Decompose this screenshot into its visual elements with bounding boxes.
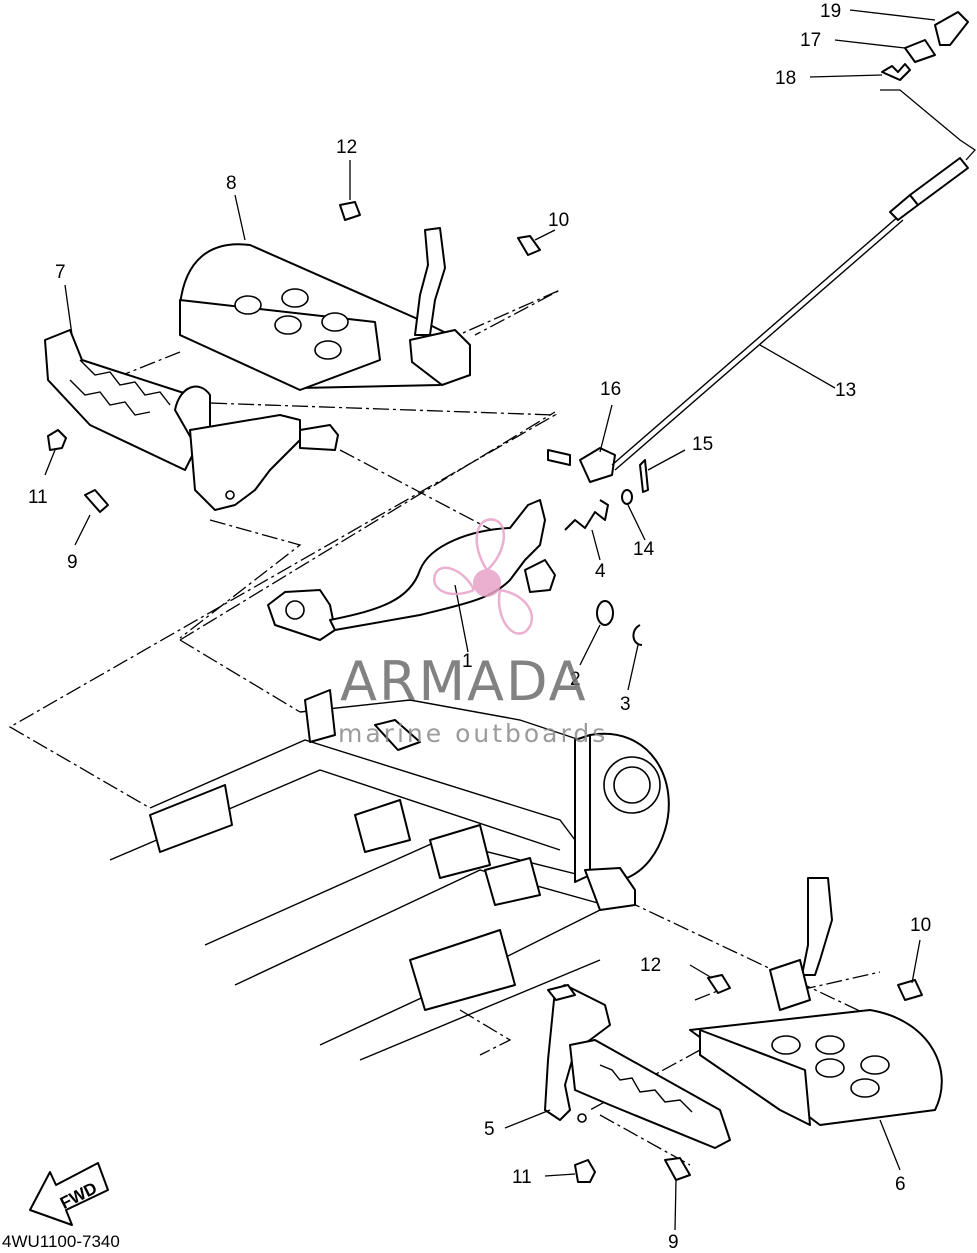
callout-12-top: 12 [336, 137, 357, 158]
left-foot-plate [179, 227, 471, 391]
bolt-9-bottom [664, 1157, 691, 1181]
callout-9-top: 9 [67, 552, 78, 573]
brake-pedal [267, 499, 556, 641]
callouts: 12 8 10 7 11 9 13 16 15 14 4 1 2 3 19 17… [28, 1, 931, 1253]
callout-8: 8 [226, 173, 237, 194]
bolt-10-top [517, 235, 541, 256]
callout-16: 16 [600, 379, 621, 400]
left-footrest [44, 329, 339, 511]
callout-10-bottom: 10 [910, 915, 931, 936]
callout-5: 5 [484, 1119, 495, 1140]
callout-11-bottom: 11 [512, 1167, 532, 1188]
brake-cable [611, 89, 976, 471]
callout-18: 18 [775, 68, 796, 89]
watermark-tagline: marine outboards [338, 719, 608, 748]
callout-11-top: 11 [28, 487, 48, 508]
callout-4: 4 [595, 561, 606, 582]
bolt-10-bottom [897, 979, 923, 1001]
frame-structure [109, 689, 670, 1061]
small-hardware [547, 447, 649, 646]
bolt-12-top [339, 201, 361, 221]
right-foot-plate [689, 877, 943, 1126]
callout-3: 3 [620, 694, 631, 715]
adjuster-spring [881, 63, 911, 81]
adjuster-joint [934, 11, 969, 46]
callout-10-top: 10 [548, 210, 569, 231]
callout-14: 14 [633, 539, 655, 560]
nut-11-top [47, 429, 67, 451]
watermark-brand: ARMADA [340, 650, 588, 713]
callout-2: 2 [570, 669, 581, 690]
nut-11-bottom [574, 1159, 596, 1183]
callout-1: 1 [462, 651, 473, 672]
return-spring [564, 499, 609, 531]
bolts [47, 201, 923, 1183]
clevis [579, 447, 616, 483]
fwd-arrow: FWD [29, 1162, 109, 1226]
adjuster-nut [904, 39, 936, 63]
leader-lines [44, 9, 936, 1231]
callout-9-bottom: 9 [668, 1232, 679, 1253]
callout-6: 6 [895, 1174, 906, 1195]
diagram-code: 4WU1100-7340 [2, 1232, 120, 1251]
propeller-logo [432, 518, 534, 635]
adjuster-hardware [881, 11, 969, 81]
callout-7: 7 [55, 262, 66, 283]
callout-17: 17 [800, 30, 821, 51]
clevis-pin [547, 449, 571, 466]
bolt-12-bottom [707, 974, 731, 994]
callout-19: 19 [820, 1, 841, 22]
circlip [632, 624, 643, 646]
callout-12-bottom: 12 [640, 955, 661, 976]
bolt-9-top [84, 489, 109, 513]
callout-13: 13 [835, 380, 856, 401]
cotter-washer [621, 489, 633, 505]
right-footrest [544, 984, 731, 1149]
watermark: ARMADA marine outboards [338, 518, 608, 748]
callout-15: 15 [692, 434, 713, 455]
washer [596, 600, 614, 626]
cotter-pin [639, 459, 649, 493]
